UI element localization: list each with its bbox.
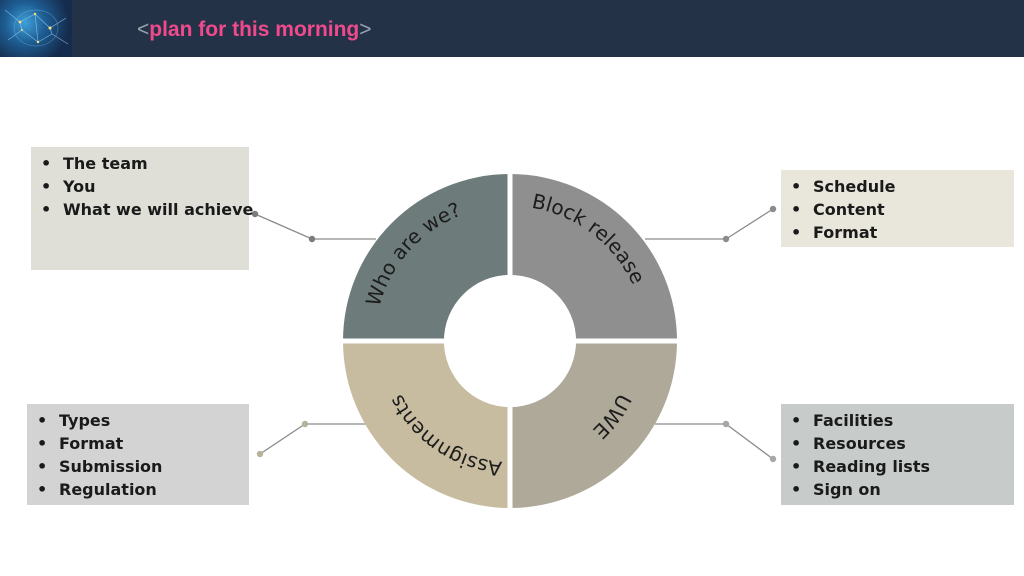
segment-who-are-we [343,174,510,341]
bullet-item: Format [37,432,241,455]
bullet-item: Resources [791,432,1006,455]
text-box-uwe: Facilities Resources Reading lists Sign … [781,404,1014,505]
bullet-item: Sign on [791,478,1006,501]
header-brain-image [0,0,72,57]
bullet-item: Facilities [791,409,1006,432]
connector-dot [722,420,730,428]
segment-block-release [510,174,677,341]
connector-top-left [254,213,376,240]
connector-dots [251,205,777,463]
connector-dot [769,205,777,213]
bullet-item: Schedule [791,175,1006,198]
bullet-list: Schedule Content Format [791,175,1006,244]
header-bar: <plan for this morning> [0,0,1024,57]
connector-dot [722,235,730,243]
bullet-item: Content [791,198,1006,221]
text-box-who-are-we: The team You What we will achieve [31,147,253,270]
bullet-list: Types Format Submission Regulation [37,409,241,501]
connector-dot [256,450,264,458]
text-box-block-release: Schedule Content Format [781,170,1014,247]
segment-uwe [510,341,677,508]
bullet-item: Types [37,409,241,432]
text-box-assignments: Types Format Submission Regulation [27,404,249,505]
connector-top-right [645,208,774,240]
bullet-item: Reading lists [791,455,1006,478]
bullet-item: Format [791,221,1006,244]
connector-dot [301,420,309,428]
bullet-item: You [41,175,241,198]
bullet-item: Submission [37,455,241,478]
connector-dot [308,235,316,243]
bullet-item: The team [41,152,241,175]
connector-bottom-right [655,423,774,460]
bullet-list: Facilities Resources Reading lists Sign … [791,409,1006,501]
page-title: <plan for this morning> [137,18,372,41]
bullet-item: Regulation [37,478,241,501]
bullet-item: What we will achieve [41,198,253,221]
connector-dot [251,210,259,218]
connector-bottom-left [259,423,370,455]
bullet-list: The team You What we will achieve [41,152,253,221]
segment-assignments [343,341,510,508]
donut-center [444,275,576,407]
connector-dot [769,455,777,463]
